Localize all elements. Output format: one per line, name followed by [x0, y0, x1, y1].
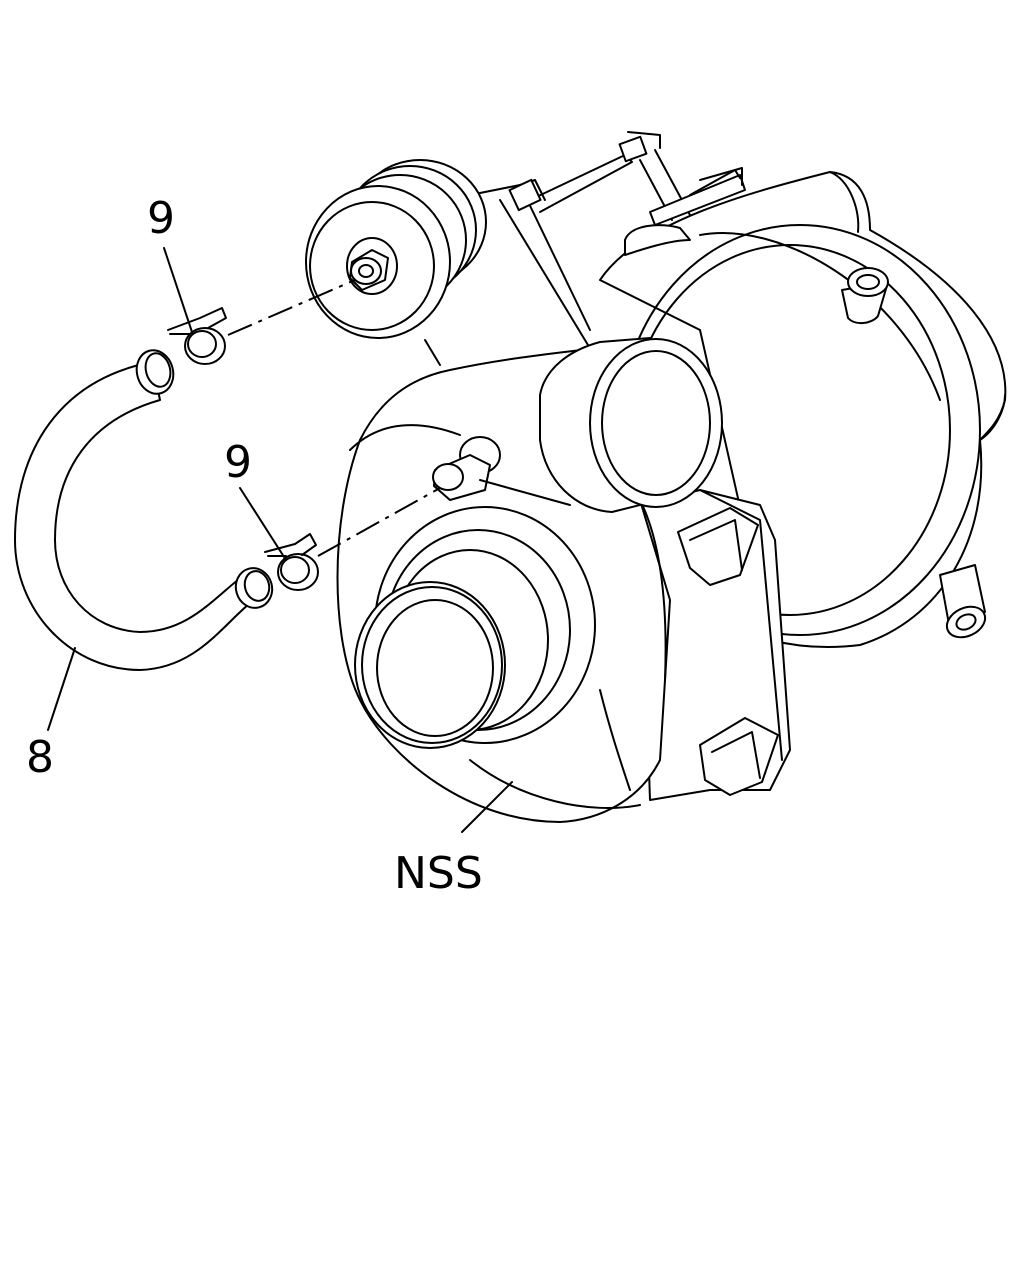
alignment-line-upper [227, 279, 356, 336]
leader-hose [47, 647, 76, 731]
hose-clamp-upper [167, 307, 227, 365]
callout-hose: 8 [26, 732, 54, 783]
callout-turbo: NSS [394, 848, 483, 899]
leader-clamp-lower [239, 487, 287, 561]
compressor-housing [336, 337, 791, 823]
turbine-housing [529, 131, 1007, 649]
leader-turbo [461, 781, 513, 833]
callout-clamp-upper: 9 [147, 193, 175, 244]
leader-clamp-upper [163, 247, 193, 333]
alignment-line-lower [317, 487, 441, 557]
callout-clamp-lower: 9 [224, 437, 252, 488]
wastegate-actuator [305, 159, 591, 366]
hose [14, 349, 274, 671]
hose-clamp-lower [264, 533, 319, 591]
